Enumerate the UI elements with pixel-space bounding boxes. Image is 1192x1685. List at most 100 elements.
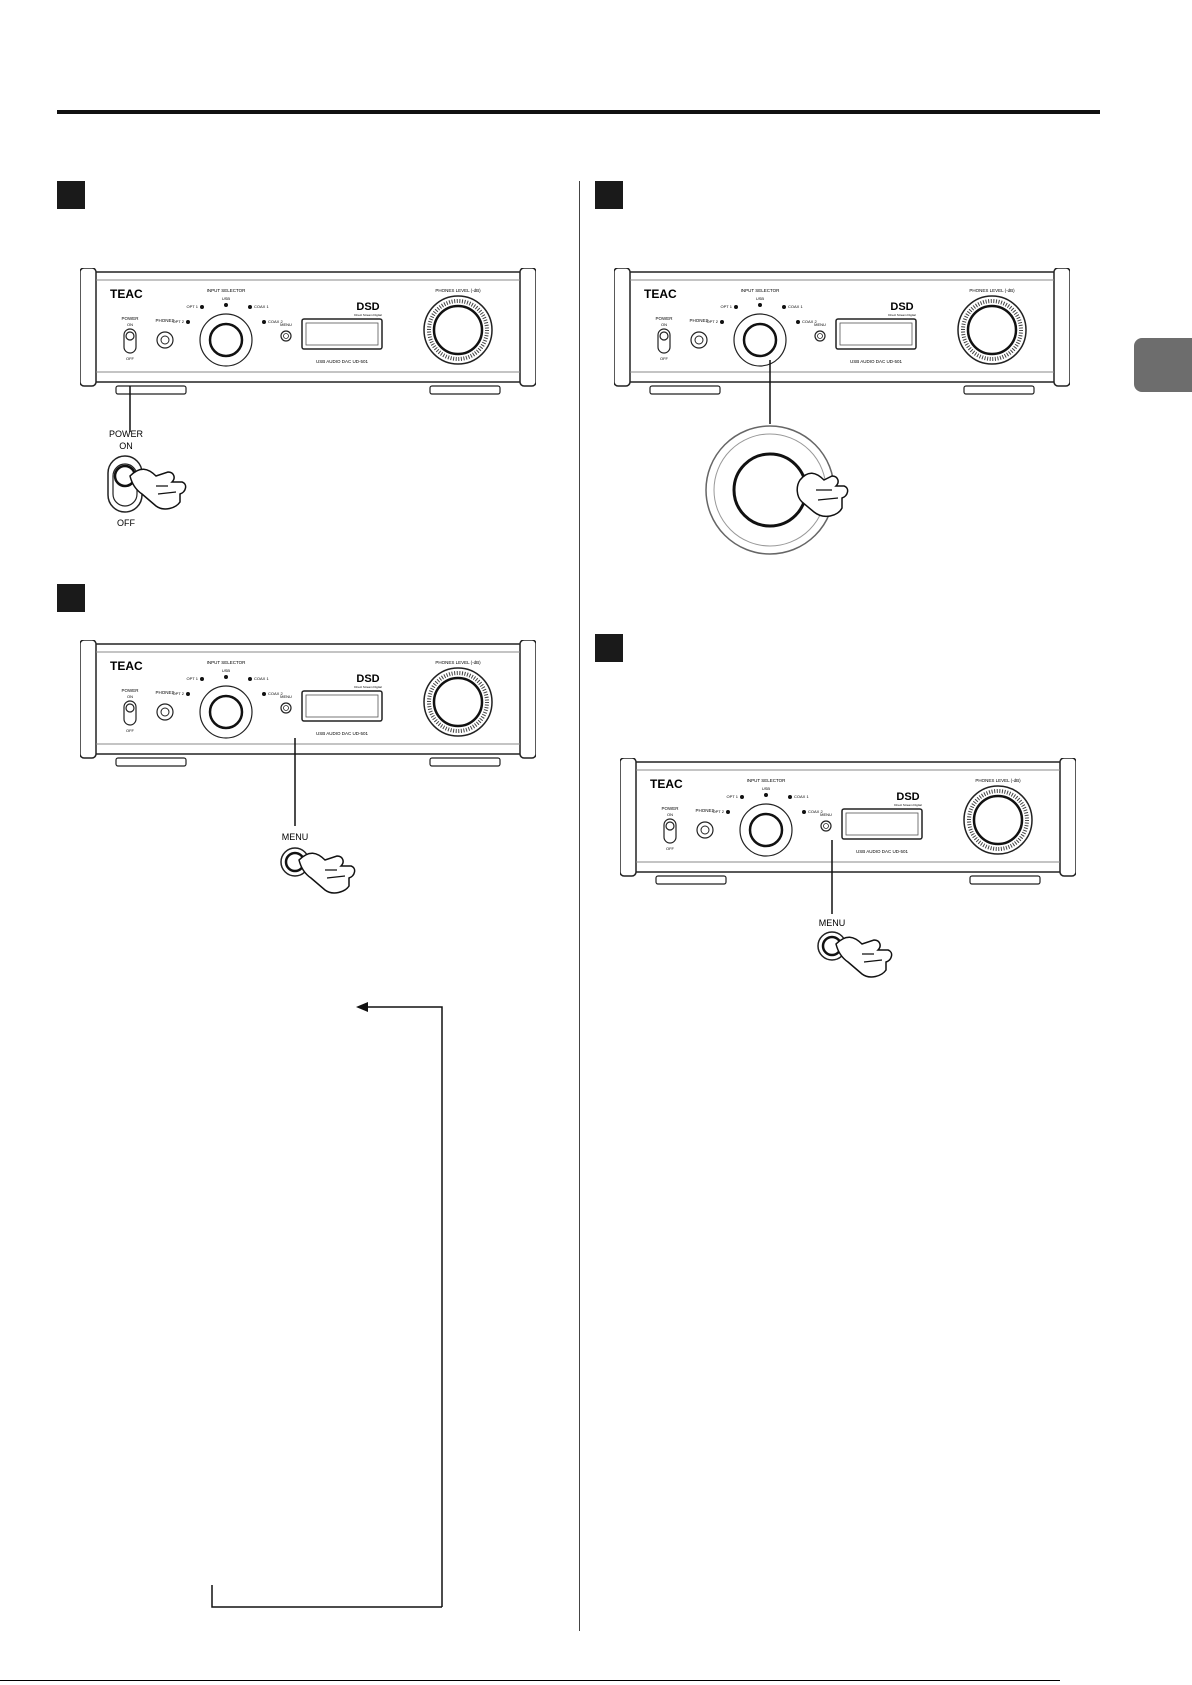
- input-selector-callout: [705, 360, 849, 555]
- model-label: USB AUDIO DAC UD-501: [856, 849, 909, 854]
- pointing-hand-icon: [835, 936, 893, 978]
- input-selector-knob[interactable]: [748, 812, 784, 848]
- input-selector-knob[interactable]: [208, 694, 244, 730]
- coax1-label: COAX 1: [788, 304, 803, 309]
- input-selector-label: INPUT SELECTOR: [207, 288, 247, 293]
- opt1-label: OPT 1: [187, 304, 199, 309]
- menu-callout-label: MENU: [282, 832, 309, 842]
- power-label: POWER: [661, 806, 679, 811]
- menu-label: MENU: [814, 322, 826, 327]
- menu-label: MENU: [820, 812, 832, 817]
- phones-level-knob[interactable]: [432, 304, 484, 356]
- power-label: POWER: [121, 316, 139, 321]
- power-off-label: OFF: [666, 846, 675, 851]
- model-label: USB AUDIO DAC UD-501: [316, 359, 369, 364]
- power-off-label: OFF: [126, 356, 135, 361]
- coax1-label: COAX 1: [794, 794, 809, 799]
- phones-label: PHONES: [695, 808, 714, 813]
- opt1-label: OPT 1: [721, 304, 733, 309]
- input-selector-label: INPUT SELECTOR: [741, 288, 781, 293]
- phones-level-knob[interactable]: [432, 676, 484, 728]
- usb-label: USB: [222, 296, 231, 301]
- top-rule: [57, 110, 1100, 114]
- power-label: POWER: [655, 316, 673, 321]
- model-label: USB AUDIO DAC UD-501: [850, 359, 903, 364]
- unit-front-panel: TEAC POWER ON OFF PHONES INPUT SELECTOR …: [80, 268, 536, 395]
- dsd-sublabel: Direct Stream Digital: [894, 803, 922, 807]
- power-callout: POWER ON OFF: [107, 386, 187, 528]
- power-off-label: OFF: [660, 356, 669, 361]
- phones-label: PHONES: [155, 690, 174, 695]
- coax2-label: COAX 2: [268, 691, 283, 696]
- brand-logo: TEAC: [110, 287, 143, 301]
- power-callout-on: ON: [119, 441, 133, 451]
- arrow-head-icon: [356, 1002, 368, 1012]
- menu-callout-step4: MENU: [817, 840, 893, 978]
- dsd-logo: DSD: [356, 673, 379, 685]
- coax2-label: COAX 2: [268, 319, 283, 324]
- opt1-label: OPT 1: [187, 676, 199, 681]
- usb-label: USB: [756, 296, 765, 301]
- pointing-hand-icon: [796, 472, 849, 518]
- coax2-label: COAX 2: [808, 809, 823, 814]
- power-on-label: ON: [127, 322, 133, 327]
- power-label: POWER: [121, 688, 139, 693]
- dsd-logo: DSD: [890, 301, 913, 313]
- phones-label: PHONES: [155, 318, 174, 323]
- input-selector-label: INPUT SELECTOR: [747, 778, 787, 783]
- unit-front-panel-step3: TEAC POWER ON OFF PHONES INPUT SELECTOR …: [614, 268, 1070, 395]
- dsd-logo: DSD: [356, 301, 379, 313]
- opt2-label: OPT 2: [173, 319, 185, 324]
- input-selector-label: INPUT SELECTOR: [207, 660, 247, 665]
- phones-label: PHONES: [689, 318, 708, 323]
- brand-logo: TEAC: [644, 287, 677, 301]
- menu-callout-label-right: MENU: [819, 918, 846, 928]
- coax2-label: COAX 2: [802, 319, 817, 324]
- step-box-1: [57, 181, 85, 209]
- power-on-label: ON: [667, 812, 673, 817]
- input-selector-knob[interactable]: [208, 322, 244, 358]
- opt2-label: OPT 2: [173, 691, 185, 696]
- opt2-label: OPT 2: [707, 319, 719, 324]
- input-selector-knob[interactable]: [742, 322, 778, 358]
- input-selector-knob-enlarged[interactable]: [732, 452, 808, 528]
- coax1-label: COAX 1: [254, 676, 269, 681]
- brand-logo: TEAC: [110, 659, 143, 673]
- bottom-rule: [0, 1680, 1060, 1681]
- menu-label: MENU: [280, 694, 292, 699]
- step-box-2: [57, 584, 85, 612]
- loop-arrow: [211, 1002, 443, 1608]
- unit-front-panel-step2: TEAC POWER ON OFF PHONES INPUT SELECTOR …: [80, 640, 536, 767]
- power-callout-label: POWER: [109, 429, 144, 439]
- unit-front-panel-step4: TEAC POWER ON OFF PHONES INPUT SELECTOR …: [620, 758, 1076, 885]
- power-off-label: OFF: [126, 728, 135, 733]
- phones-level-knob[interactable]: [966, 304, 1018, 356]
- phones-level-label: PHONES LEVEL (-dB): [975, 778, 1021, 783]
- column-divider: [579, 181, 580, 1631]
- dsd-sublabel: Direct Stream Digital: [888, 313, 916, 317]
- dsd-sublabel: Direct Stream Digital: [354, 313, 382, 317]
- pointing-hand-icon: [298, 852, 356, 894]
- model-label: USB AUDIO DAC UD-501: [316, 731, 369, 736]
- menu-label: MENU: [280, 322, 292, 327]
- power-on-label: ON: [127, 694, 133, 699]
- pointing-hand-icon: [129, 468, 187, 510]
- step-box-3: [595, 181, 623, 209]
- menu-callout-step2: MENU: [280, 738, 356, 894]
- dsd-sublabel: Direct Stream Digital: [354, 685, 382, 689]
- step-box-4: [595, 634, 623, 662]
- dsd-logo: DSD: [896, 791, 919, 803]
- phones-level-label: PHONES LEVEL (-dB): [435, 660, 481, 665]
- chapter-tab: [1134, 338, 1192, 392]
- coax1-label: COAX 1: [254, 304, 269, 309]
- opt2-label: OPT 2: [713, 809, 725, 814]
- phones-level-label: PHONES LEVEL (-dB): [969, 288, 1015, 293]
- power-on-label: ON: [661, 322, 667, 327]
- brand-logo: TEAC: [650, 777, 683, 791]
- phones-level-knob[interactable]: [972, 794, 1024, 846]
- opt1-label: OPT 1: [727, 794, 739, 799]
- usb-label: USB: [222, 668, 231, 673]
- phones-level-label: PHONES LEVEL (-dB): [435, 288, 481, 293]
- power-callout-off: OFF: [117, 518, 135, 528]
- usb-label: USB: [762, 786, 771, 791]
